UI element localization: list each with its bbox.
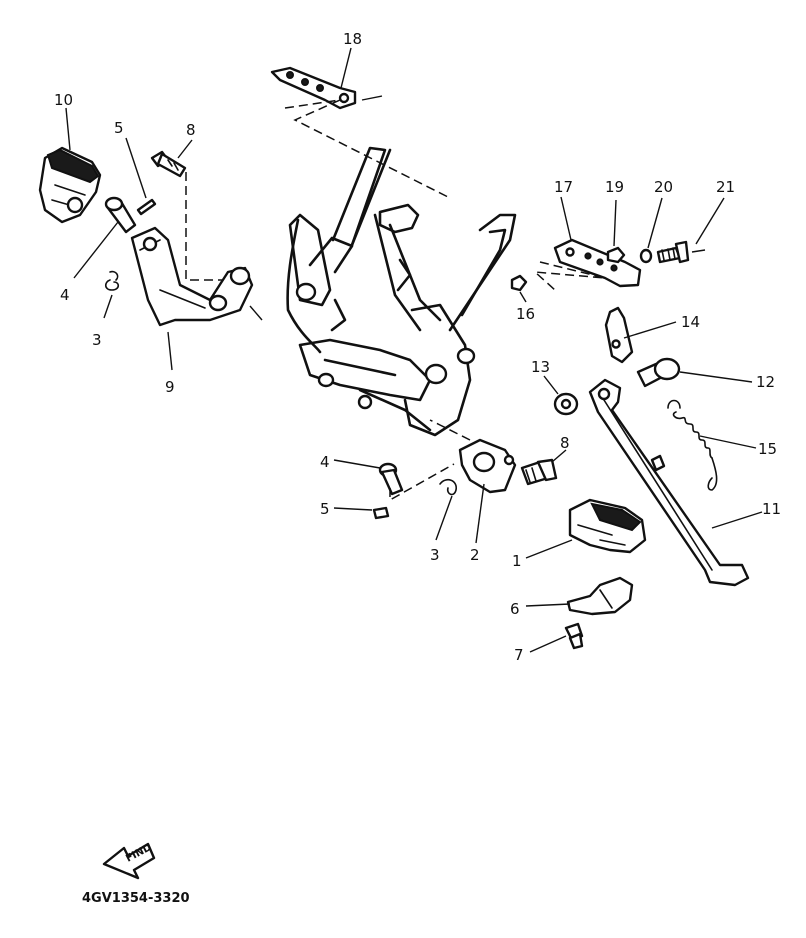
washer-20[interactable]: [639, 248, 653, 264]
callout-8-top[interactable]: 8: [186, 121, 196, 139]
footrest-bracket-18[interactable]: [270, 66, 383, 110]
callout-21[interactable]: 21: [716, 178, 735, 196]
callout-16[interactable]: 16: [516, 305, 535, 323]
leader-9: [167, 331, 173, 371]
dashed-guide-8: [185, 172, 232, 281]
bolt-21[interactable]: [656, 240, 706, 264]
leader-5-bottom: [333, 507, 373, 511]
callout-8-right[interactable]: 8: [560, 434, 570, 452]
leader-13: [543, 375, 559, 395]
callout-5-left[interactable]: 5: [114, 119, 124, 137]
callout-9[interactable]: 9: [165, 378, 175, 396]
callout-13[interactable]: 13: [531, 358, 550, 376]
leader-12: [679, 371, 753, 383]
leader-3-left: [103, 294, 113, 319]
footrest-bracket-17[interactable]: [553, 238, 642, 288]
bolt-8-top[interactable]: [150, 150, 187, 178]
leader-7: [529, 635, 567, 653]
cotter-pin-5-bottom[interactable]: [372, 506, 390, 520]
pin-4-bottom[interactable]: [378, 462, 404, 496]
leader-10: [65, 107, 71, 151]
leader-3-bottom: [435, 495, 453, 541]
nut-19[interactable]: [606, 246, 626, 264]
callout-7[interactable]: 7: [514, 646, 524, 664]
collar-13[interactable]: [553, 392, 579, 416]
footrest-1[interactable]: [568, 498, 647, 554]
footrest-10[interactable]: [38, 146, 102, 224]
callout-3-bottom[interactable]: 3: [430, 546, 440, 564]
callout-4-bottom[interactable]: 4: [320, 453, 330, 471]
leader-8-top: [177, 139, 193, 159]
leader-17: [560, 196, 572, 241]
callout-10[interactable]: 10: [54, 91, 73, 109]
callout-15[interactable]: 15: [758, 440, 777, 458]
callout-2[interactable]: 2: [470, 546, 480, 564]
bracket-14[interactable]: [604, 306, 634, 364]
main-frame: [286, 146, 517, 437]
spring-15[interactable]: [667, 399, 718, 491]
leader-20: [647, 197, 663, 249]
leader-18: [340, 47, 352, 89]
callout-20[interactable]: 20: [654, 178, 673, 196]
leader-8-right: [551, 449, 567, 463]
screw-7[interactable]: [564, 622, 584, 650]
leader-21: [695, 197, 725, 245]
callout-18[interactable]: 18: [343, 30, 362, 48]
find-arrow-icon: FIND: [102, 842, 156, 880]
spring-3-bottom[interactable]: [439, 478, 457, 496]
footrest-arm-9[interactable]: [130, 226, 263, 327]
callout-6[interactable]: 6: [510, 600, 520, 618]
diagram-code: 4GV1354-3320: [82, 891, 190, 906]
callout-19[interactable]: 19: [605, 178, 624, 196]
callout-5-bottom[interactable]: 5: [320, 500, 330, 518]
protector-6[interactable]: [566, 576, 634, 616]
spring-3-left[interactable]: [104, 270, 120, 291]
callout-3-left[interactable]: 3: [92, 331, 102, 349]
callout-4-left[interactable]: 4: [60, 286, 70, 304]
leader-14: [623, 321, 677, 339]
leader-19: [613, 199, 617, 247]
sidestand-11[interactable]: [588, 378, 750, 587]
leader-1: [525, 539, 573, 559]
leader-4-bottom: [333, 459, 381, 469]
cotter-pin-5-left[interactable]: [136, 198, 157, 216]
bolt-8-right[interactable]: [520, 458, 558, 486]
callout-14[interactable]: 14: [681, 313, 700, 331]
leader-11: [711, 511, 763, 529]
leader-16: [519, 291, 527, 303]
leader-15: [699, 435, 757, 449]
dashed-guide-4: [389, 463, 455, 502]
dashed-guide-18: [284, 99, 451, 199]
leader-4-left: [73, 221, 119, 279]
nut-16[interactable]: [510, 274, 528, 292]
pin-4-left[interactable]: [104, 196, 137, 234]
leader-6: [525, 603, 571, 607]
callout-1[interactable]: 1: [512, 552, 522, 570]
bracket-2[interactable]: [429, 419, 517, 494]
leader-5-left: [125, 137, 147, 199]
callout-11[interactable]: 11: [762, 500, 781, 518]
callout-17[interactable]: 17: [554, 178, 573, 196]
dashed-guide-17: [532, 261, 606, 291]
leader-2: [475, 483, 485, 544]
callout-12[interactable]: 12: [756, 373, 775, 391]
bolt-12[interactable]: [636, 357, 681, 388]
